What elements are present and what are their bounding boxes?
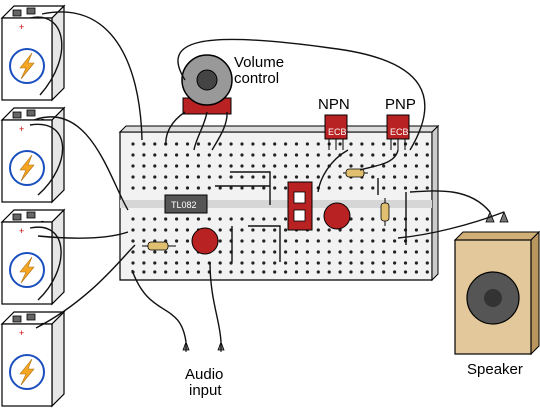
- npn-pin-labels: ECB: [328, 127, 347, 137]
- audio-label-line1: Audio: [185, 366, 223, 383]
- npn-transistor: ECB: [324, 114, 348, 150]
- battery-terminal: [26, 211, 36, 219]
- ic-part-label: TL082: [171, 200, 197, 210]
- battery-terminal: [12, 315, 22, 323]
- battery-terminal: [12, 213, 22, 221]
- pnp-transistor: ECB: [386, 114, 410, 150]
- npn-label: NPN: [318, 96, 350, 113]
- pnp-pin-labels: ECB: [390, 127, 409, 137]
- battery-minus-symbol: -: [41, 216, 44, 226]
- battery-terminal: [26, 7, 36, 15]
- battery-terminal: [12, 9, 22, 17]
- battery-terminal: [26, 109, 36, 117]
- wiring: [29, 11, 505, 343]
- lightning-bolt-icon: [19, 52, 35, 80]
- capacitor-pair: [287, 181, 313, 231]
- battery-terminal: [12, 111, 22, 119]
- resistor-bottom: [142, 241, 176, 251]
- battery-plus-symbol: +: [19, 124, 24, 134]
- battery-plus-symbol: +: [19, 328, 24, 338]
- speaker-label: Speaker: [467, 361, 523, 378]
- resistor-top: [343, 168, 368, 178]
- battery: -+: [0, 310, 66, 408]
- battery-minus-symbol: -: [41, 114, 44, 124]
- lightning-bolt-icon: [19, 358, 35, 386]
- battery-minus-symbol: -: [41, 318, 44, 328]
- battery: -+: [0, 208, 66, 306]
- breadboard-holes: [131, 142, 429, 274]
- volume-potentiometer: [181, 54, 233, 115]
- electrolytic-capacitor-right: [323, 202, 351, 230]
- volume-label-line2: control: [234, 70, 279, 87]
- electrolytic-capacitor-left: [191, 227, 219, 255]
- audio-label-line2: input: [189, 382, 222, 399]
- volume-label-line1: Volume: [234, 54, 284, 71]
- battery-stack: -+-+-+-+: [0, 4, 66, 408]
- tl082-ic: TL082: [164, 194, 208, 214]
- battery-terminal: [26, 313, 36, 321]
- battery-plus-symbol: +: [19, 226, 24, 236]
- resistor-vertical: [380, 198, 390, 226]
- pnp-label: PNP: [385, 96, 416, 113]
- battery-plus-symbol: +: [19, 22, 24, 32]
- battery: -+: [0, 4, 66, 102]
- battery: -+: [0, 106, 66, 204]
- lightning-bolt-icon: [19, 154, 35, 182]
- speaker-box: [453, 230, 540, 356]
- audio-input-clips: [182, 340, 225, 352]
- lightning-bolt-icon: [19, 256, 35, 284]
